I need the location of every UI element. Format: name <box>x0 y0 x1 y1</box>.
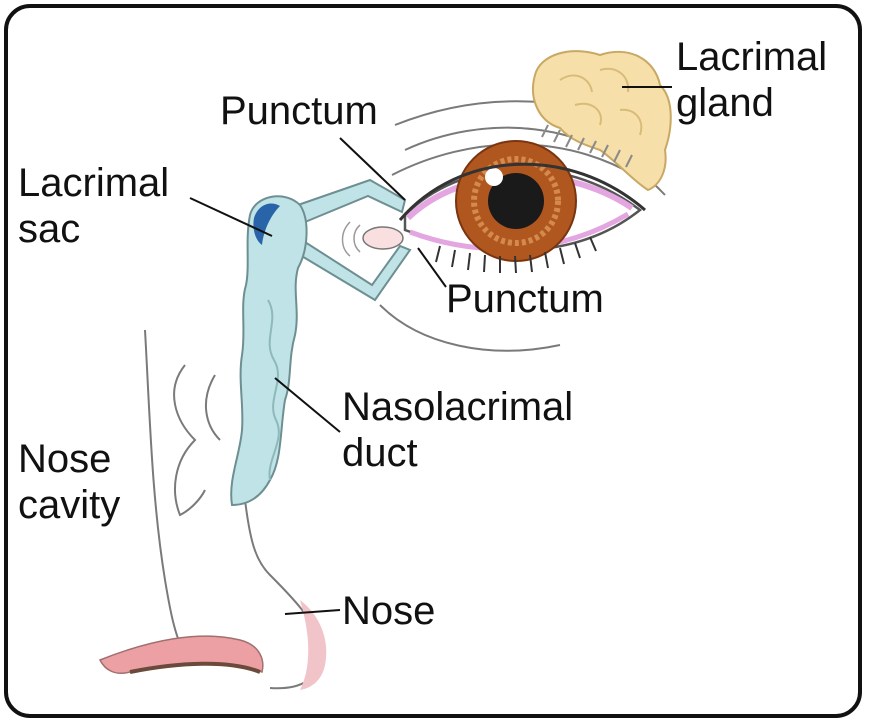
nasal-wall-inner <box>174 365 205 515</box>
pupil-highlight <box>485 168 503 186</box>
label-lacrimal-gland: Lacrimal gland <box>676 34 827 126</box>
label-nasolacrimal-duct-line1: Nasolacrimal <box>342 384 573 430</box>
label-punctum-lower: Punctum <box>446 276 604 322</box>
label-nose-cavity-line2: cavity <box>18 482 120 528</box>
upper-canaliculus <box>298 180 405 222</box>
label-nose-cavity: Nose cavity <box>18 436 120 528</box>
label-lacrimal-gland-line1: Lacrimal <box>676 34 827 80</box>
label-nose-cavity-line1: Nose <box>18 436 120 482</box>
label-lacrimal-sac-line1: Lacrimal <box>18 160 169 206</box>
lacrimal-sac-and-duct <box>231 196 306 505</box>
label-nose: Nose <box>342 588 435 634</box>
lower-canaliculus <box>300 242 410 300</box>
label-lacrimal-gland-line2: gland <box>676 80 827 126</box>
nasal-wall-inner-2 <box>206 375 220 440</box>
face-outline <box>145 330 190 665</box>
label-nasolacrimal-duct-line2: duct <box>342 430 573 476</box>
label-lacrimal-sac: Lacrimal sac <box>18 160 169 252</box>
label-lacrimal-sac-line2: sac <box>18 206 169 252</box>
leader-punctum-lower <box>418 248 446 287</box>
sound-lines <box>343 222 361 256</box>
label-punctum-upper: Punctum <box>220 88 378 134</box>
label-nasolacrimal-duct: Nasolacrimal duct <box>342 384 573 476</box>
caruncle <box>363 227 403 249</box>
